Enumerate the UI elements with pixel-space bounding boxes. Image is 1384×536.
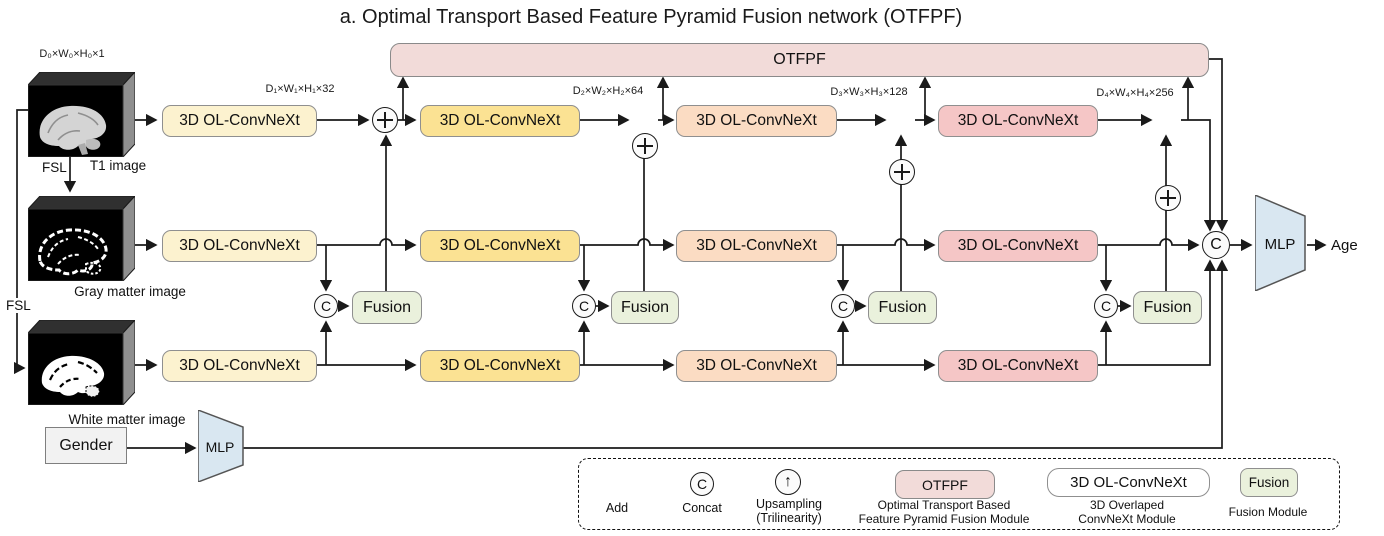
- fsl-label-2: FSL: [6, 298, 31, 313]
- convnext-block-t1-stage2: 3D OL-ConvNeXt: [420, 105, 580, 137]
- concat-node-stage4: C: [1094, 294, 1118, 318]
- convnext-block-wm-stage1: 3D OL-ConvNeXt: [162, 350, 317, 382]
- legend-concat-icon: C: [690, 472, 714, 496]
- legend-add-label: Add: [605, 501, 629, 515]
- age-output-label: Age: [1331, 237, 1358, 254]
- concat-node-stage3: C: [831, 294, 855, 318]
- legend-convnext-desc-1: 3D Overlaped: [1089, 498, 1165, 512]
- legend-upsampling-label-1: Upsampling: [755, 497, 823, 511]
- add-node-stage1: [372, 107, 398, 133]
- gray-matter-caption: Gray matter image: [74, 284, 186, 299]
- dim-label-stage1: D₁×W₁×H₁×32: [265, 83, 335, 95]
- convnext-block-wm-stage4: 3D OL-ConvNeXt: [938, 350, 1098, 382]
- t1-image-caption: T1 image: [89, 158, 147, 173]
- figure-title: a. Optimal Transport Based Feature Pyram…: [339, 6, 963, 28]
- gender-mlp-trapezoid: [198, 410, 244, 482]
- white-matter-caption: White matter image: [68, 412, 186, 427]
- legend-upsampling-icon: ↑: [775, 469, 801, 495]
- convnext-block-gm-stage1: 3D OL-ConvNeXt: [162, 230, 317, 262]
- legend-concat-label: Concat: [682, 501, 722, 515]
- legend-fusion-box: Fusion: [1240, 468, 1298, 497]
- convnext-block-wm-stage3: 3D OL-ConvNeXt: [676, 350, 837, 382]
- white-matter-image-cube: [28, 320, 135, 405]
- convnext-block-t1-stage1: 3D OL-ConvNeXt: [162, 105, 317, 137]
- convnext-block-wm-stage2: 3D OL-ConvNeXt: [420, 350, 580, 382]
- final-concat-node: C: [1202, 231, 1230, 259]
- legend-convnext-desc-2: ConvNeXt Module: [1078, 512, 1176, 526]
- legend-upsampling-label-2: (Trilinearity): [756, 511, 822, 525]
- fusion-module-stage2: Fusion: [611, 291, 679, 324]
- convnext-block-gm-stage3: 3D OL-ConvNeXt: [676, 230, 837, 262]
- age-mlp-trapezoid: [1255, 195, 1306, 291]
- dim-label-stage3: D₃×W₃×H₃×128: [830, 86, 908, 98]
- legend-otfpf-desc-2: Feature Pyramid Fusion Module: [858, 512, 1030, 526]
- gray-matter-image-cube: [28, 196, 135, 281]
- dim-label-stage4: D₄×W₄×H₄×256: [1096, 87, 1174, 99]
- dim-label-stage2: D₂×W₂×H₂×64: [572, 85, 644, 97]
- fusion-module-stage3: Fusion: [868, 291, 937, 324]
- t1-dimension-label: D₀×W₀×H₀×1: [39, 48, 105, 60]
- fusion-module-stage1: Fusion: [352, 291, 422, 324]
- fusion-module-stage4: Fusion: [1133, 291, 1202, 324]
- age-mlp-label: MLP: [1264, 236, 1296, 253]
- gender-mlp-label: MLP: [205, 439, 235, 455]
- convnext-block-t1-stage3: 3D OL-ConvNeXt: [676, 105, 837, 137]
- otfpf-module-bar: OTFPF: [390, 43, 1209, 77]
- gender-input-box: Gender: [45, 427, 127, 464]
- concat-node-stage2: C: [572, 294, 596, 318]
- convnext-block-t1-stage4: 3D OL-ConvNeXt: [938, 105, 1098, 137]
- add-node-stage4: [1155, 185, 1181, 211]
- convnext-block-gm-stage4: 3D OL-ConvNeXt: [938, 230, 1098, 262]
- legend-convnext-box: 3D OL-ConvNeXt: [1047, 468, 1210, 497]
- add-node-stage3: [889, 159, 915, 185]
- legend-box: [578, 458, 1340, 530]
- legend-otfpf-desc-1: Optimal Transport Based: [877, 498, 1011, 512]
- convnext-block-gm-stage2: 3D OL-ConvNeXt: [420, 230, 580, 262]
- legend-fusion-desc: Fusion Module: [1228, 505, 1308, 519]
- concat-node-stage1: C: [314, 294, 338, 318]
- t1-image-cube: [28, 72, 135, 157]
- legend-otfpf-box: OTFPF: [895, 470, 995, 499]
- fsl-label-1: FSL: [42, 160, 67, 175]
- add-node-stage2: [632, 133, 658, 159]
